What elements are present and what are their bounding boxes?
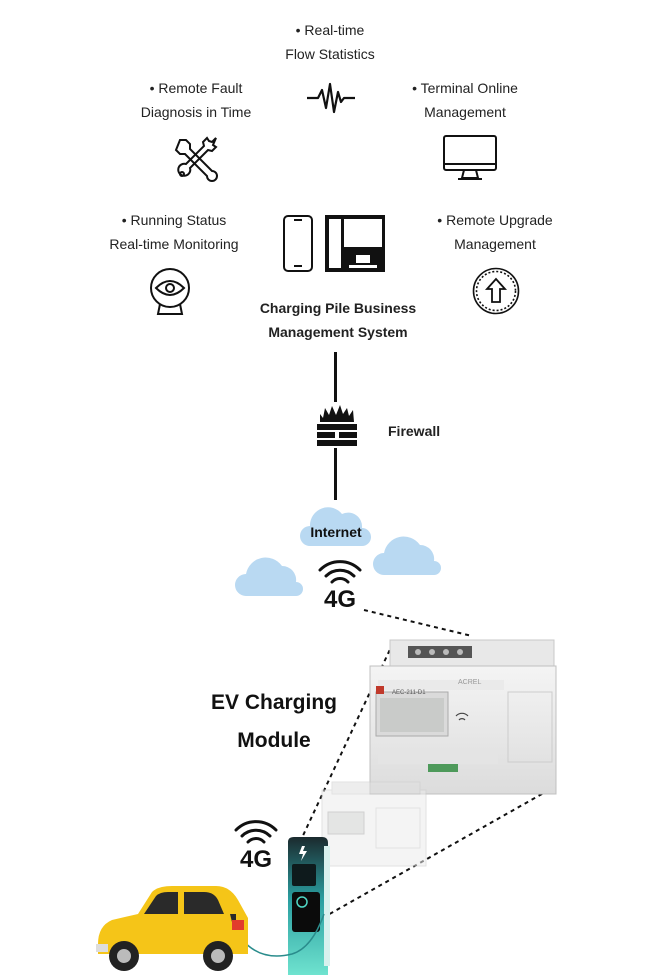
monitor-icon [442, 134, 498, 182]
fault-diagnosis-line2: Diagnosis in Time [140, 104, 252, 120]
management-system-line2: Management System [268, 324, 408, 340]
fault-diagnosis-line1: • Remote Fault [149, 80, 243, 96]
pulse-icon [306, 80, 356, 116]
terminal-management-line2: Management [424, 104, 506, 120]
status-monitoring-label: • Running Status Real-time Monitoring [94, 208, 254, 256]
energy-meter-small [320, 778, 428, 868]
cloud-left-icon [234, 552, 308, 598]
status-monitoring-line2: Real-time Monitoring [109, 236, 239, 252]
terminal-management-label: • Terminal Online Management [385, 76, 545, 124]
energy-meter-device: AEC-211-D1 ACREL [368, 636, 558, 796]
wifi-signal-icon [316, 558, 364, 588]
flow-statistics-line1: • Real-time [295, 22, 365, 38]
upgrade-management-line2: Management [454, 236, 536, 252]
fault-diagnosis-label: • Remote Fault Diagnosis in Time [116, 76, 276, 124]
device-model-text: AEC-211-D1 [392, 690, 426, 696]
smartphone-icon [283, 215, 313, 272]
connection-line-bottom [334, 448, 337, 500]
computer-icon [325, 215, 387, 273]
module-line1: EV Charging [210, 691, 337, 714]
electric-car [92, 884, 248, 974]
terminal-management-line1: • Terminal Online [412, 80, 518, 96]
management-system-line1: Charging Pile Business [259, 300, 417, 316]
4g-badge-bottom: 4G [239, 846, 272, 873]
wrench-screwdriver-icon [172, 134, 222, 184]
webcam-icon [148, 266, 192, 316]
connection-line-top [334, 352, 337, 402]
upload-arrow-icon [472, 267, 520, 315]
internet-label: Internet [310, 524, 362, 540]
module-line2: Module [237, 729, 311, 752]
cloud-icon [300, 500, 372, 548]
wifi-signal-icon-bottom [232, 818, 280, 848]
firewall-icon [316, 402, 358, 448]
device-brand-text: ACREL [458, 679, 481, 686]
ev-charging-module-label: EV Charging Module [196, 684, 352, 760]
flow-statistics-label: • Real-time Flow Statistics [250, 18, 410, 66]
upgrade-management-label: • Remote Upgrade Management [415, 208, 575, 256]
flow-statistics-line2: Flow Statistics [285, 46, 375, 62]
status-monitoring-line1: • Running Status [121, 212, 227, 228]
4g-badge: 4G [323, 586, 356, 613]
cloud-right-icon [372, 533, 446, 577]
firewall-label: Firewall [388, 423, 441, 439]
upgrade-management-line1: • Remote Upgrade [437, 212, 553, 228]
management-system-label: Charging Pile Business Management System [238, 296, 438, 344]
charging-station [284, 836, 332, 976]
